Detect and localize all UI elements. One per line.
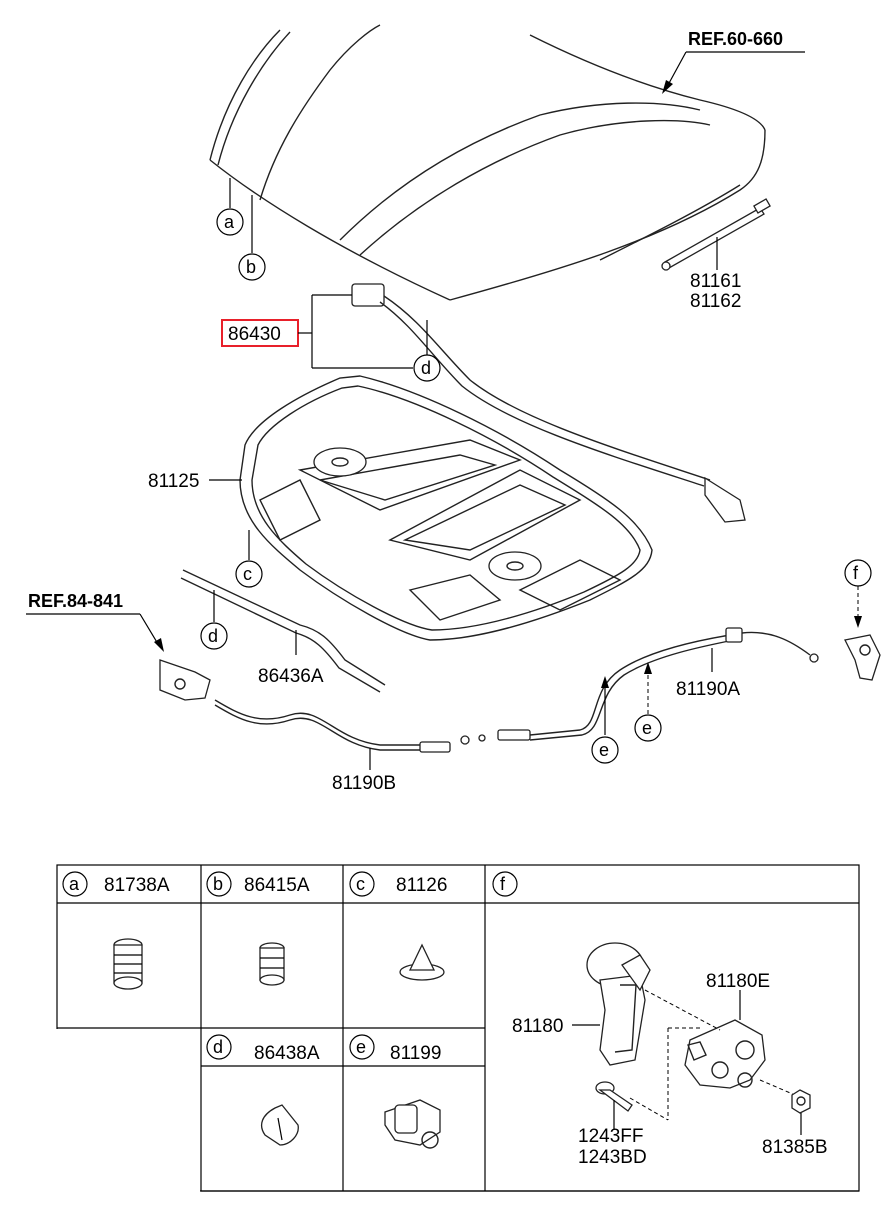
callout-e-2: e [634, 662, 662, 742]
legend-cell-e: e 81199 [349, 1034, 441, 1149]
svg-text:e: e [356, 1037, 366, 1057]
f-part-81180: 81180 [512, 1016, 563, 1037]
svg-text:c: c [356, 874, 365, 894]
release-handle-icon [586, 942, 651, 1066]
f-part-1243BD: 1243BD [578, 1147, 647, 1168]
callout-b: b [238, 195, 266, 281]
legend-cell-f: f [492, 871, 518, 897]
svg-text:d: d [213, 1037, 223, 1057]
svg-text:e: e [599, 740, 609, 760]
legend-cell-d: d 86438A [206, 1034, 320, 1146]
handle-bracket-icon [684, 1019, 766, 1089]
callout-f-top: f [844, 559, 881, 681]
svg-text:e: e [642, 718, 652, 738]
part-81190B-label: 81190B [332, 773, 396, 794]
cable-81190B: 81190B [214, 699, 470, 794]
svg-text:b: b [213, 874, 223, 894]
svg-text:a: a [224, 212, 235, 232]
legend-cell-b: b 86415A [206, 871, 310, 986]
part-81161-label: 81161 [690, 271, 741, 292]
hood-lift-strut: 81161 81162 [661, 198, 771, 312]
spring-clip-icon [113, 938, 143, 990]
weatherstrip-86430: 86430 [221, 283, 746, 523]
callout-e-1: e [591, 676, 619, 764]
ref-latch-label: REF.84-841 [28, 591, 123, 611]
retainer-clip-icon [261, 1104, 299, 1146]
cable-81190A: 81190A [478, 627, 819, 742]
legend-part-d: 86438A [254, 1043, 320, 1064]
seal-86436A: 86436A [180, 569, 386, 693]
hood-insulator-pad: 81125 [148, 375, 653, 641]
svg-text:d: d [421, 358, 431, 378]
screw-icon [595, 1081, 633, 1112]
legend-part-e: 81199 [390, 1043, 441, 1064]
callout-d-top: d [413, 320, 441, 382]
f-detail-assembly: 81180 81180E 1243FF 1243BD 81385B [512, 942, 828, 1168]
part-81190A-label: 81190A [676, 679, 740, 700]
callout-d-left: d [200, 590, 228, 650]
part-81162-label: 81162 [690, 291, 741, 312]
legend-part-a: 81738A [104, 875, 170, 896]
svg-text:f: f [853, 563, 859, 583]
callout-c: c [235, 530, 263, 588]
part-86436A-label: 86436A [258, 666, 324, 687]
f-part-81180E: 81180E [706, 971, 770, 992]
legend-part-c: 81126 [396, 875, 447, 896]
ref-hood-label: REF.60-660 [688, 29, 783, 49]
ref-hood-callout: REF.60-660 [662, 29, 805, 94]
part-81125-label: 81125 [148, 471, 199, 492]
svg-text:f: f [500, 874, 506, 894]
f-part-1243FF: 1243FF [578, 1126, 643, 1147]
hood-panel [209, 24, 766, 301]
svg-text:b: b [246, 257, 256, 277]
legend-part-b: 86415A [244, 875, 310, 896]
svg-text:c: c [243, 564, 252, 584]
legend-cell-a: a 81738A [62, 871, 170, 990]
push-clip-icon [399, 943, 445, 981]
legend-cell-c: c 81126 [349, 871, 447, 981]
ref-latch-callout: REF.84-841 [26, 591, 211, 701]
callout-a: a [216, 178, 244, 236]
nut-icon [791, 1089, 811, 1114]
svg-text:a: a [69, 874, 80, 894]
svg-text:d: d [208, 626, 218, 646]
f-part-81385B: 81385B [762, 1137, 828, 1158]
part-86430-label: 86430 [228, 324, 281, 345]
cable-clip-icon [384, 1099, 441, 1149]
legend-table [56, 864, 860, 1193]
bumper-icon [259, 942, 285, 986]
